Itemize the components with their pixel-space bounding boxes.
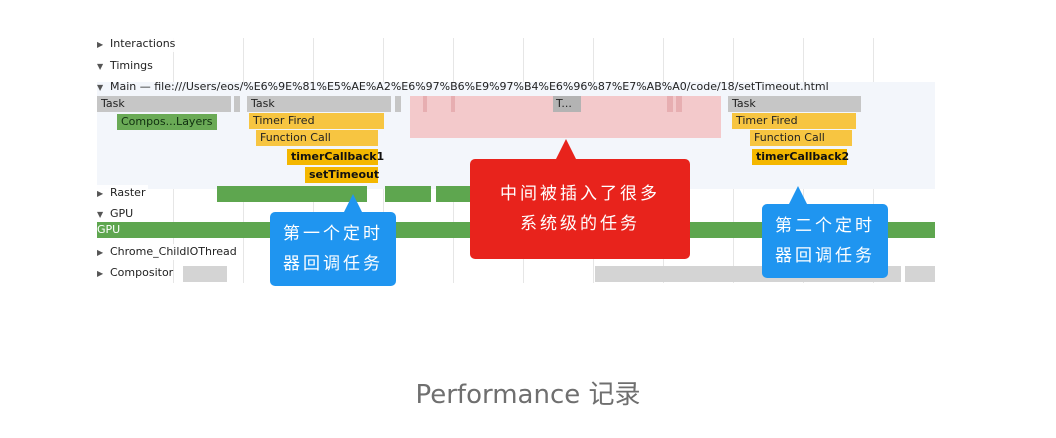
task-block-small[interactable]	[234, 96, 240, 112]
compositor-block[interactable]	[905, 266, 935, 282]
timer-callback-1-block[interactable]: timerCallback1	[287, 149, 384, 165]
raster-block[interactable]	[385, 186, 431, 202]
task-block[interactable]: Task	[247, 96, 391, 112]
collapse-triangle-icon: ▼	[97, 210, 104, 219]
composite-layers-block[interactable]: Compos...Layers	[117, 114, 217, 130]
system-task-mark[interactable]	[667, 96, 673, 112]
collapse-triangle-icon: ▼	[97, 83, 104, 92]
track-raster[interactable]: ▶Raster	[97, 185, 149, 201]
callout-arrow-icon	[556, 139, 576, 159]
track-compositor[interactable]: ▶Compositor	[97, 265, 176, 281]
task-block[interactable]: Task	[97, 96, 231, 112]
timer-callback-2-block[interactable]: timerCallback2	[752, 149, 849, 165]
set-timeout-block[interactable]: setTimeout	[305, 167, 379, 183]
expand-triangle-icon: ▶	[97, 40, 104, 49]
callout-second-timer: 第二个定时 器回调任务	[762, 186, 888, 278]
track-main[interactable]: ▼Main — file:///Users/eos/%E6%9E%81%E5%A…	[97, 79, 832, 95]
task-block[interactable]: Task	[728, 96, 861, 112]
expand-triangle-icon: ▶	[97, 189, 104, 198]
timer-fired-block-2[interactable]: Timer Fired	[732, 113, 856, 129]
expand-triangle-icon: ▶	[97, 248, 104, 257]
track-timings[interactable]: ▼Timings	[97, 58, 156, 74]
track-gpu[interactable]: ▼GPU	[97, 206, 137, 222]
callout-inserted-tasks: 中间被插入了很多 系统级的任务	[470, 139, 690, 259]
task-block-truncated[interactable]: T...	[553, 96, 581, 112]
timer-fired-block-1[interactable]: Timer Fired	[249, 113, 384, 129]
track-interactions[interactable]: ▶Interactions	[97, 36, 179, 52]
system-task-mark[interactable]	[423, 96, 427, 112]
compositor-block[interactable]	[183, 266, 227, 282]
collapse-triangle-icon: ▼	[97, 62, 104, 71]
system-task-mark[interactable]	[676, 96, 682, 112]
callout-arrow-icon	[789, 186, 807, 204]
task-block-small[interactable]	[395, 96, 401, 112]
expand-triangle-icon: ▶	[97, 269, 104, 278]
figure-caption: Performance 记录	[415, 380, 641, 410]
callout-arrow-icon	[344, 194, 362, 212]
raster-block[interactable]	[217, 186, 367, 202]
system-task-mark[interactable]	[451, 96, 455, 112]
function-call-block-1[interactable]: Function Call	[256, 130, 378, 146]
function-call-block-2[interactable]: Function Call	[750, 130, 852, 146]
track-chrome-childiothread[interactable]: ▶Chrome_ChildIOThread	[97, 244, 240, 260]
callout-first-timer: 第一个定时 器回调任务	[270, 194, 396, 286]
